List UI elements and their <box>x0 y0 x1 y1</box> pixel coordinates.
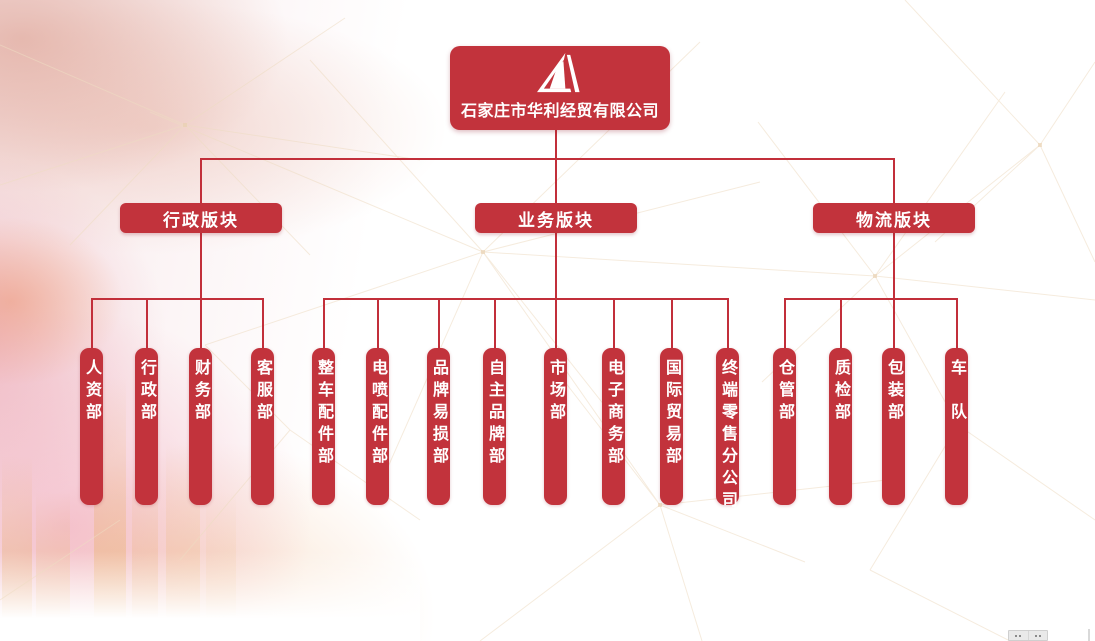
dept-label: 终端零售分公司 <box>719 359 736 513</box>
dept-admin: 行政部 <box>135 348 158 505</box>
dept-label: 电喷配件部 <box>369 359 386 469</box>
connector-line <box>613 298 615 348</box>
dept-own-brand: 自主品牌部 <box>483 348 506 505</box>
connector-line <box>200 158 895 160</box>
connector-line <box>91 298 262 300</box>
dept-packaging: 包装部 <box>882 348 905 505</box>
connector-line <box>893 233 895 298</box>
scrollbar-segment[interactable] <box>1009 631 1028 640</box>
connector-line <box>727 298 729 348</box>
connector-line <box>555 233 557 298</box>
connector-line <box>555 158 557 203</box>
connector-line <box>893 158 895 203</box>
branch-logistics: 物流版块 <box>813 203 975 233</box>
dept-fleet: 车 队 <box>945 348 968 505</box>
dept-warehouse: 仓管部 <box>773 348 796 505</box>
dept-brand-wear-parts: 品牌易损部 <box>427 348 450 505</box>
connector-line <box>91 298 93 348</box>
dept-terminal-retail: 终端零售分公司 <box>716 348 739 513</box>
branch-label: 行政版块 <box>163 210 239 230</box>
connector-line <box>840 298 842 348</box>
branch-label: 物流版块 <box>856 210 932 230</box>
dept-label: 人资部 <box>83 359 100 425</box>
dept-marketing: 市场部 <box>544 348 567 505</box>
connector-line <box>200 298 202 348</box>
company-logo-icon <box>537 52 580 93</box>
viewer-scrollbar-artifact[interactable] <box>1008 630 1048 641</box>
dept-label: 市场部 <box>547 359 564 425</box>
connector-line <box>555 298 557 348</box>
dept-vehicle-parts: 整车配件部 <box>312 348 335 505</box>
company-name: 石家庄市华利经贸有限公司 <box>460 103 659 120</box>
dept-label: 品牌易损部 <box>430 359 447 469</box>
connector-line <box>893 298 895 348</box>
connector-line <box>784 298 957 300</box>
connector-line <box>494 298 496 348</box>
dept-efi-parts: 电喷配件部 <box>366 348 389 505</box>
dept-label: 财务部 <box>192 359 209 425</box>
connector-line <box>377 298 379 348</box>
dept-label: 整车配件部 <box>315 359 332 469</box>
connector-line <box>555 130 557 158</box>
scrollbar-segment[interactable] <box>1027 631 1048 640</box>
dept-customer-service: 客服部 <box>251 348 274 505</box>
dept-label: 包装部 <box>885 359 902 425</box>
dept-ecommerce: 电子商务部 <box>602 348 625 505</box>
dept-label: 行政部 <box>138 359 155 425</box>
dept-label: 客服部 <box>254 359 271 425</box>
connector-line <box>200 158 202 203</box>
connector-line <box>262 298 264 348</box>
building-silhouette <box>206 491 236 641</box>
viewer-tick-artifact <box>1088 629 1090 641</box>
building-silhouette <box>2 456 32 641</box>
dept-finance: 财务部 <box>189 348 212 505</box>
dept-label: 质检部 <box>832 359 849 425</box>
connector-line <box>200 233 202 298</box>
dept-label: 自主品牌部 <box>486 359 503 469</box>
dept-hr: 人资部 <box>80 348 103 505</box>
dept-intl-trade: 国际贸易部 <box>660 348 683 505</box>
connector-line <box>671 298 673 348</box>
branch-business: 业务版块 <box>475 203 637 233</box>
company-root-node: 石家庄市华利经贸有限公司 <box>450 46 670 130</box>
dept-quality-check: 质检部 <box>829 348 852 505</box>
dept-label: 仓管部 <box>776 359 793 425</box>
branch-label: 业务版块 <box>518 210 594 230</box>
dept-label: 国际贸易部 <box>663 359 680 469</box>
connector-line <box>146 298 148 348</box>
connector-line <box>323 298 727 300</box>
connector-line <box>438 298 440 348</box>
dept-label: 电子商务部 <box>605 359 622 469</box>
connector-line <box>323 298 325 348</box>
branch-admin: 行政版块 <box>120 203 282 233</box>
dept-label: 车 队 <box>948 359 965 425</box>
background-fog <box>0 551 420 641</box>
connector-line <box>956 298 958 348</box>
connector-line <box>784 298 786 348</box>
building-silhouette <box>36 491 70 641</box>
